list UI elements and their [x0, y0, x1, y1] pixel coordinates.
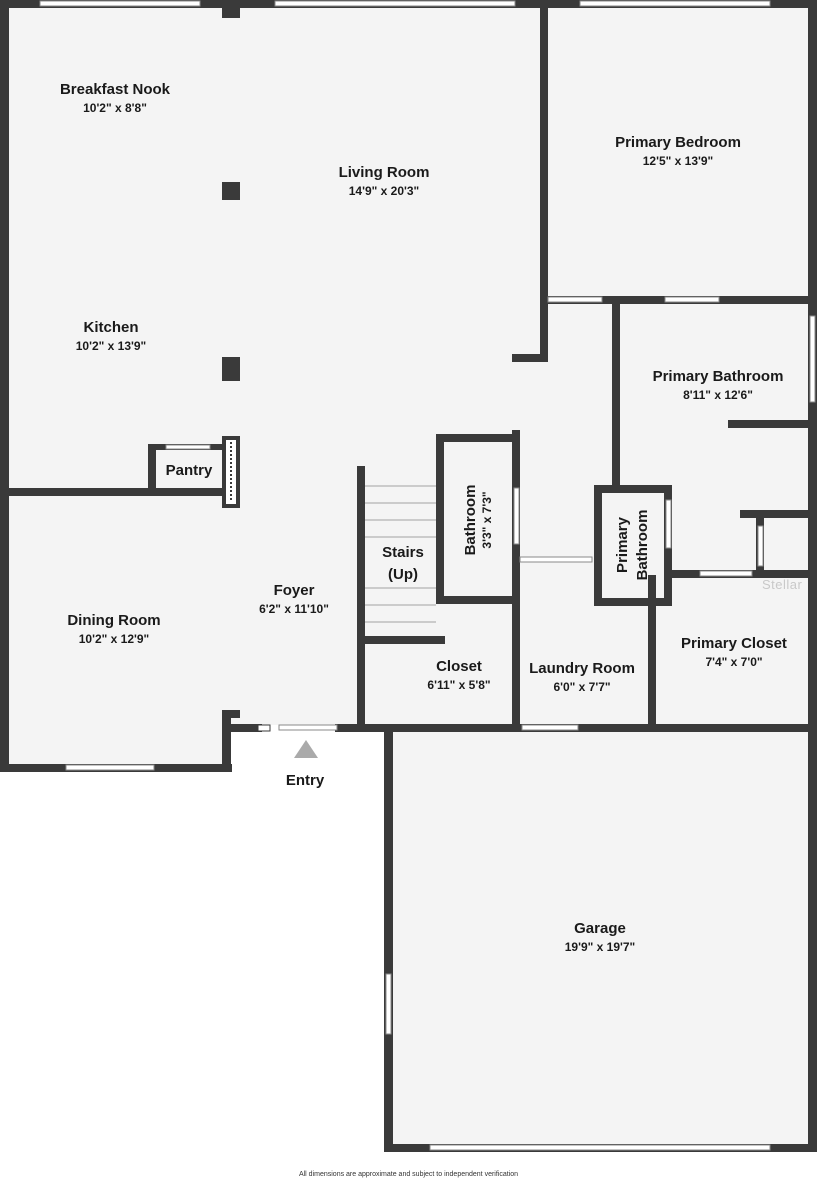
closet-name: Closet — [436, 658, 482, 675]
stairs-treads — [365, 485, 436, 623]
primary-closet-dim: 7'4" x 7'0" — [705, 655, 762, 669]
primary-bathroom-small-line1: Primary — [614, 516, 631, 573]
stairs-name-line1: Stairs — [382, 544, 424, 561]
foyer-name: Foyer — [274, 582, 315, 599]
bathroom-dim: 3'3" x 7'3" — [480, 491, 494, 548]
room-labels: Breakfast Nook 10'2" x 8'8" Living Room … — [60, 81, 787, 954]
living-room-dim: 14'9" x 20'3" — [349, 184, 419, 198]
kitchen-dim: 10'2" x 13'9" — [76, 339, 146, 353]
entry-label: Entry — [286, 772, 325, 789]
watermark: Stellar — [762, 577, 803, 592]
entry-arrow-icon — [294, 740, 318, 758]
laundry-room-name: Laundry Room — [529, 660, 635, 677]
breakfast-nook-name: Breakfast Nook — [60, 81, 171, 98]
stairs-name-line2: (Up) — [388, 566, 418, 583]
primary-bathroom-dim: 8'11" x 12'6" — [683, 388, 753, 402]
garage-dim: 19'9" x 19'7" — [565, 940, 635, 954]
kitchen-name: Kitchen — [83, 319, 138, 336]
dining-room-name: Dining Room — [67, 612, 160, 629]
laundry-room-dim: 6'0" x 7'7" — [553, 680, 610, 694]
entry-door-frame — [257, 724, 271, 732]
primary-bedroom-name: Primary Bedroom — [615, 134, 741, 151]
footer-disclaimer: All dimensions are approximate and subje… — [298, 1171, 519, 1178]
bathroom-name: Bathroom — [462, 485, 479, 556]
garage-name: Garage — [574, 920, 626, 937]
primary-bedroom-dim: 12'5" x 13'9" — [643, 154, 713, 168]
floor-areas — [5, 5, 813, 1148]
dining-room-dim: 10'2" x 12'9" — [79, 632, 149, 646]
living-room-name: Living Room — [339, 164, 430, 181]
breakfast-nook-dim: 10'2" x 8'8" — [83, 101, 147, 115]
primary-bathroom-name: Primary Bathroom — [653, 368, 784, 385]
closet-dim: 6'11" x 5'8" — [427, 678, 490, 692]
windows — [39, 0, 816, 1151]
pantry-name: Pantry — [166, 462, 213, 479]
primary-bathroom-small-line2: Bathroom — [634, 510, 651, 581]
primary-closet-name: Primary Closet — [681, 635, 787, 652]
foyer-dim: 6'2" x 11'10" — [259, 602, 329, 616]
